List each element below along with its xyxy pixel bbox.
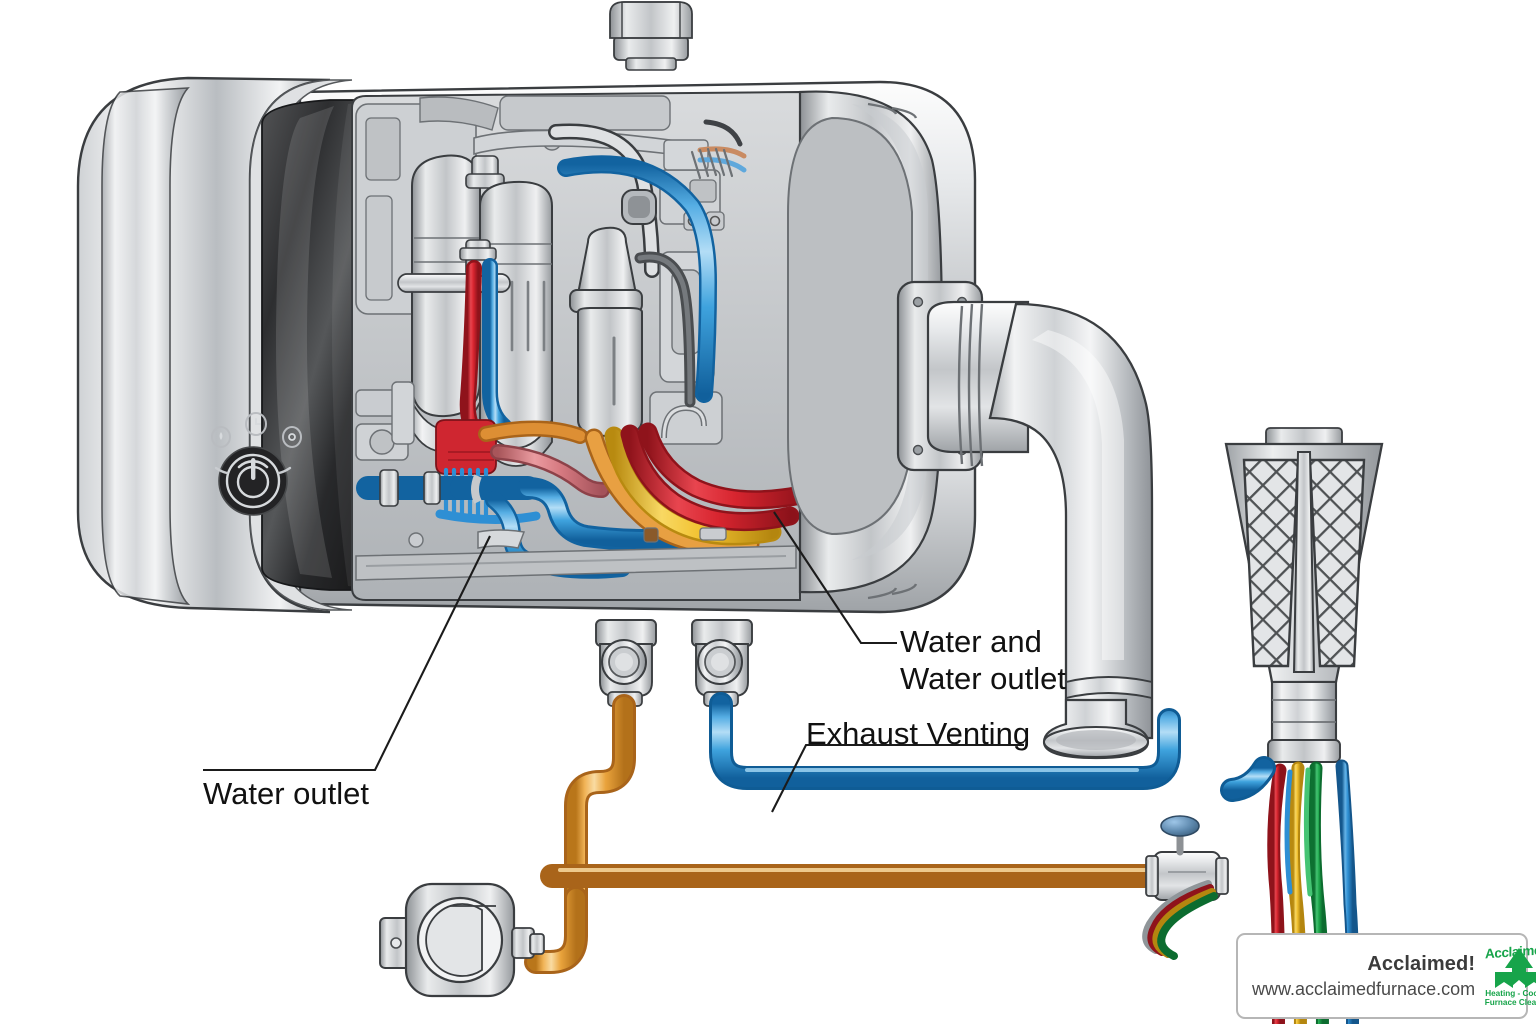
water-outlet-valve-left (595, 619, 657, 707)
label-line-2: Water outlet (900, 661, 1066, 696)
brand-name: Acclaimed! (1367, 952, 1476, 975)
branding-text: Acclaimed! www.acclaimedfurnace.com (1252, 953, 1483, 1000)
gas-line-orange (524, 694, 1198, 974)
leader-exhaust-venting (771, 743, 1024, 813)
water-line-blue (705, 692, 1181, 790)
intake-mesh-cap (1224, 427, 1384, 763)
brand-url[interactable]: www.acclaimedfurnace.com (1252, 978, 1476, 999)
branding-badge[interactable]: Acclaimed! www.acclaimedfurnace.com Accl… (1236, 933, 1536, 1019)
logo-mark-svg (1495, 948, 1536, 988)
power-button[interactable] (218, 446, 288, 516)
top-cap-fitting (609, 1, 693, 71)
temperature-indicator (282, 426, 302, 448)
clock-indicator (245, 412, 267, 436)
exhaust-assembly (896, 280, 1154, 760)
logo-tagline-1: Heating - Cooling (1485, 989, 1536, 998)
leader-water-and-water-outlet (773, 511, 897, 645)
burner-assembly (569, 226, 643, 438)
leader-lines (203, 511, 1024, 813)
flame-indicator (211, 426, 231, 448)
inline-shutoff-valve[interactable] (1145, 815, 1229, 901)
ring-clamp-fitting (379, 882, 545, 998)
exhaust-elbow-pipe (988, 302, 1154, 740)
label-water-and-water-outlet: Water and Water outlet (900, 623, 1066, 697)
interior-cavity (351, 90, 801, 601)
control-panel[interactable] (211, 412, 302, 516)
valve-handle[interactable] (1160, 815, 1200, 837)
logo-tagline-2: Furnace Cleaning (1484, 998, 1536, 1007)
acclaimed-logo-icon: Acclaimed! Heating - Cooling Furnace Cle… (1483, 942, 1536, 1010)
water-outlet-valve-right (691, 619, 753, 707)
leader-water-outlet (203, 535, 491, 772)
label-line-1: Water and (900, 624, 1042, 659)
label-exhaust-venting: Exhaust Venting (806, 716, 1031, 751)
label-water-outlet: Water outlet (203, 776, 369, 811)
